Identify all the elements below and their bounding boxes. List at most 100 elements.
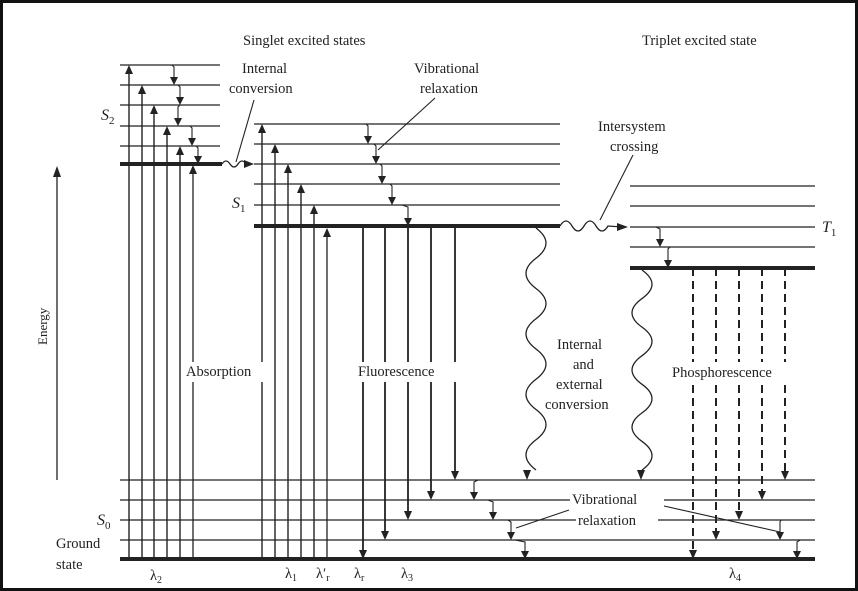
s0-relaxation-arrow xyxy=(473,479,479,494)
s1-relaxation-arrow-head xyxy=(372,156,380,164)
s0-relaxation-arrow-head xyxy=(507,532,515,540)
vibrational-relaxation-bottom-pointer-right xyxy=(663,505,781,533)
singlet-header: Singlet excited states xyxy=(243,33,366,49)
wavelength-label-l4: λ4 xyxy=(729,566,741,584)
intersystem-crossing-label-2: crossing xyxy=(610,139,658,155)
absorption-arrow-head xyxy=(138,85,146,94)
s2-relaxation-arrow-head xyxy=(188,138,196,146)
absorption-arrow-head xyxy=(258,124,266,133)
s0-relaxation-arrow xyxy=(514,539,526,553)
wavelength-label-l1: λ1 xyxy=(285,566,297,584)
absorption-arrow-head xyxy=(271,144,279,153)
internal-conversion-label-1: Internal xyxy=(242,61,287,77)
fluorescence-label: Fluorescence xyxy=(358,364,435,380)
ground-state-label-1: Ground xyxy=(56,536,101,552)
absorption-arrow-head xyxy=(176,146,184,155)
absorption-arrow-head xyxy=(310,205,318,214)
absorption-label: Absorption xyxy=(186,364,252,380)
vibrational-relaxation-bottom-1: Vibrational xyxy=(572,492,637,508)
s1-relaxation-arrow xyxy=(373,143,377,158)
t1-relaxation-arrow xyxy=(655,226,661,241)
phosphorescence-arrow-head xyxy=(758,491,766,500)
absorption-arrow-head xyxy=(297,184,305,193)
nonradiative-transitions xyxy=(221,160,653,480)
phosphorescence-arrow-head xyxy=(712,531,720,540)
absorption-arrow-head xyxy=(284,164,292,173)
internal-external-wave-left xyxy=(525,227,547,471)
s2-relaxation-arrow xyxy=(177,104,181,120)
s2-relaxation-arrow-head xyxy=(174,118,182,126)
triplet-header: Triplet excited state xyxy=(642,33,757,49)
absorption-arrow-head xyxy=(125,65,133,74)
t1-relaxation-arrow xyxy=(667,246,671,262)
ground-state-label-2: state xyxy=(56,557,83,573)
intersystem-crossing-pointer xyxy=(599,154,634,221)
s2-relaxation-arrow xyxy=(177,84,181,99)
s2-relaxation-arrow xyxy=(171,64,175,79)
t1-relaxation-arrow-head xyxy=(656,239,664,247)
state-label-s2: S2 xyxy=(101,107,115,127)
internal-external-wave-right xyxy=(631,269,653,471)
intersystem-crossing-label-1: Intersystem xyxy=(598,119,666,135)
state-label-s0: S0 xyxy=(97,512,111,532)
absorption-arrow-head xyxy=(150,105,158,114)
fluorescence-arrow-head xyxy=(427,491,435,500)
s1-relaxation-arrow xyxy=(401,204,409,220)
phosphorescence-label: Phosphorescence xyxy=(672,365,772,381)
internal-external-label-1: Internal xyxy=(557,337,602,353)
phosphorescence-arrow-head xyxy=(781,471,789,480)
vibrational-relaxation-bottom-pointer-left xyxy=(515,509,570,529)
state-label-s1: S1 xyxy=(232,195,246,215)
fluorescence-arrow-head xyxy=(404,511,412,520)
s2-relaxation-arrow-head xyxy=(176,97,184,105)
s0-relaxation-arrow-head xyxy=(470,492,478,500)
fluorescence-arrow-head xyxy=(451,471,459,480)
intersystem-crossing-squiggle xyxy=(559,220,623,232)
fluorescence-arrow-head xyxy=(381,531,389,540)
internal-conversion-pointer xyxy=(235,99,255,163)
absorption-arrow-head xyxy=(163,126,171,135)
internal-external-label-3: external xyxy=(556,377,603,393)
vibrational-relaxation-bottom-2: relaxation xyxy=(578,513,637,529)
state-label-t1: T1 xyxy=(822,219,836,239)
phosphorescence-arrow-head xyxy=(735,511,743,520)
s0-relaxation-arrow xyxy=(796,539,801,553)
s1-relaxation-arrow xyxy=(389,183,393,199)
absorption-arrow-head xyxy=(189,165,197,174)
internal-conversion-head xyxy=(244,160,254,168)
s1-relaxation-arrow-head xyxy=(404,218,412,226)
t1-relaxation-arrow-head xyxy=(664,260,672,268)
vibrational-relaxation-top-1: Vibrational xyxy=(414,61,479,77)
s1-relaxation-arrow-head xyxy=(378,176,386,184)
s1-relaxation-arrow xyxy=(379,163,383,178)
s0-relaxation-arrow-head xyxy=(776,532,784,540)
internal-external-label-4: conversion xyxy=(545,397,609,413)
energy-axis-arrowhead xyxy=(53,166,61,177)
s2-relaxation-arrow-head xyxy=(170,77,178,85)
s2-relaxation-arrow xyxy=(189,125,193,140)
s0-relaxation-arrow xyxy=(507,519,512,534)
label-pointers xyxy=(235,97,781,533)
vibrational-relaxation-top-pointer xyxy=(377,97,436,151)
s1-relaxation-arrow-head xyxy=(364,136,372,144)
energy-levels xyxy=(120,64,815,561)
wavelength-label-l3: λ3 xyxy=(401,566,413,584)
internal-external-label-2: and xyxy=(573,357,595,373)
internal-conversion-label-2: conversion xyxy=(229,81,293,97)
intersystem-crossing-head xyxy=(617,223,628,231)
internal-external-wave-right-head xyxy=(637,470,645,480)
s2-relaxation-arrow xyxy=(195,145,199,158)
wavelength-label-l2: λ2 xyxy=(150,568,162,586)
transition-arrows xyxy=(53,64,801,559)
internal-external-wave-left-head xyxy=(523,470,531,480)
s0-relaxation-arrow-head xyxy=(521,551,529,559)
s0-relaxation-arrow xyxy=(779,519,782,534)
s0-relaxation-arrow xyxy=(487,499,494,514)
s0-relaxation-arrow-head xyxy=(489,512,497,520)
s1-relaxation-arrow xyxy=(365,123,369,138)
energy-axis-label: Energy xyxy=(35,307,50,345)
absorption-arrow-head xyxy=(323,228,331,237)
vibrational-relaxation-top-2: relaxation xyxy=(420,81,479,97)
phosphorescence-arrow-head xyxy=(689,550,697,559)
